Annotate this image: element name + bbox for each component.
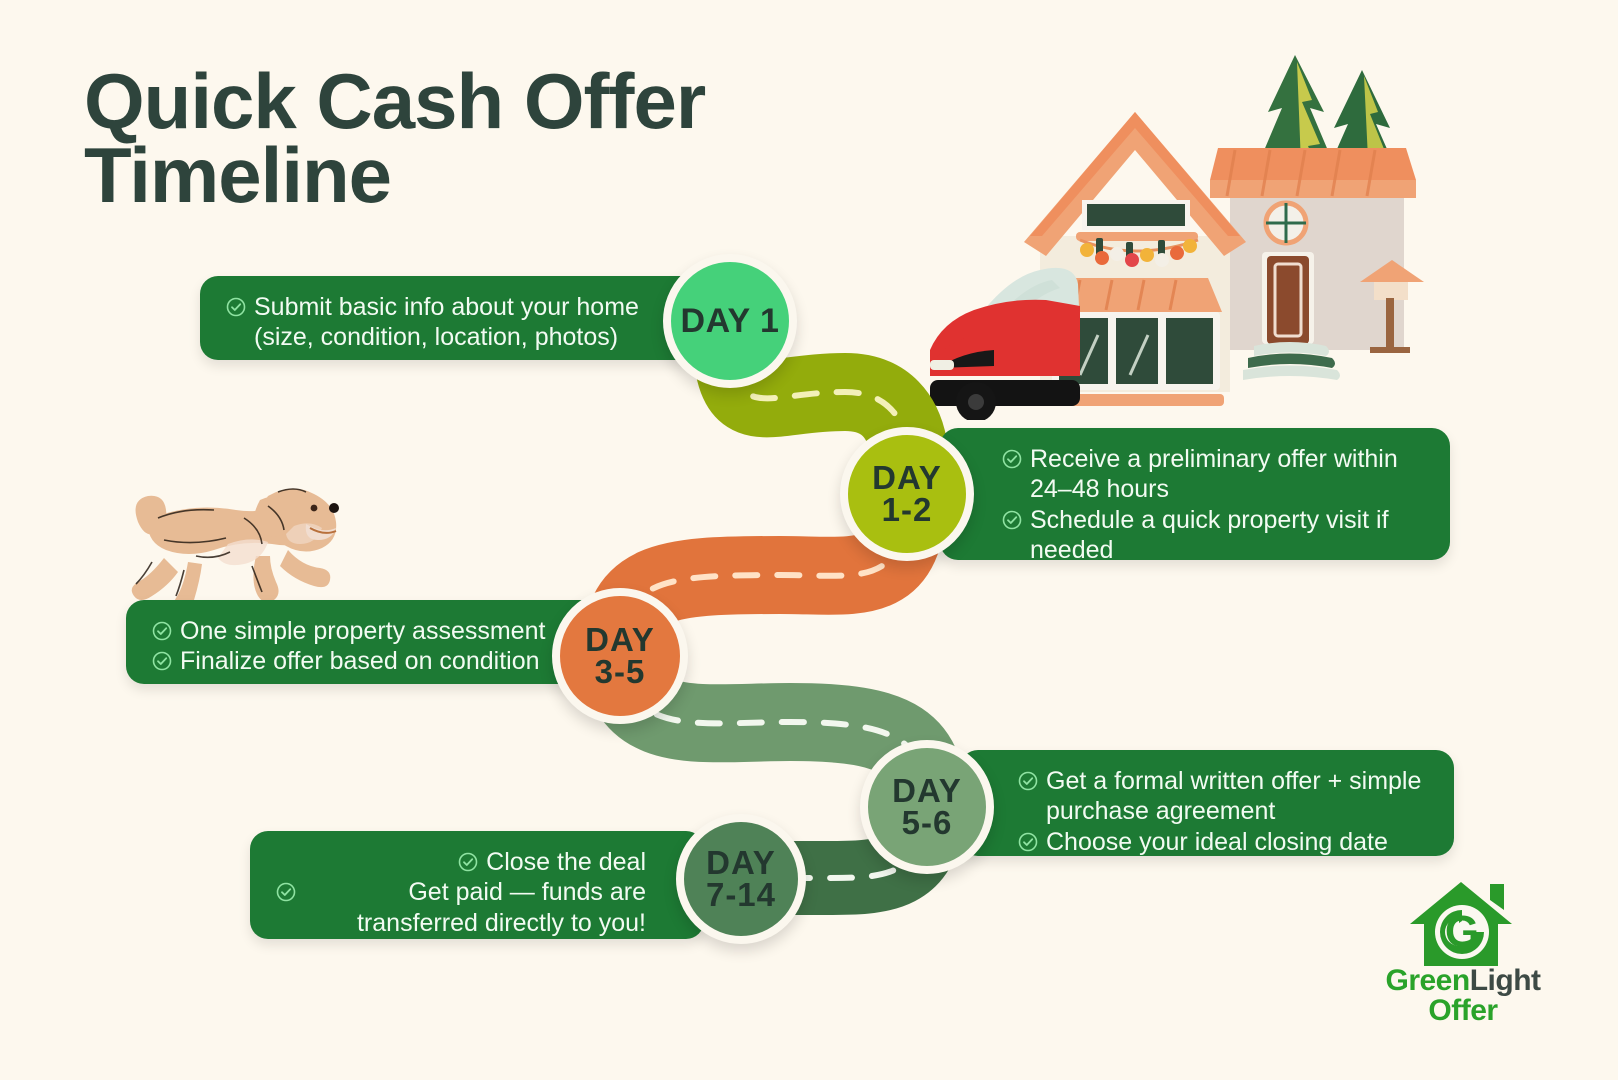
check-circle-icon <box>1018 771 1038 791</box>
day-badge-line-1: DAY <box>892 772 962 810</box>
bullet-row: Choose your ideal closing date <box>1018 827 1428 857</box>
check-circle-icon <box>1018 832 1038 852</box>
bullet-text: Get paid — funds are transferred directl… <box>356 878 646 937</box>
day-badge-line-2: 5-6 <box>901 804 953 841</box>
bullet-text: Finalize offer based on condition <box>180 647 540 676</box>
logo-wordmark: GreenLight Offer <box>1368 966 1558 1026</box>
balcony-garland-icon <box>1079 238 1199 267</box>
check-circle-icon <box>458 852 478 872</box>
bullet-row: Schedule a quick property visit if neede… <box>1002 505 1424 566</box>
step-box-day-5-6[interactable]: Get a formal written offer + simple purc… <box>960 750 1454 856</box>
check-circle-icon <box>276 882 296 902</box>
step-box-day-3-5[interactable]: One simple property assessment Finalize … <box>126 600 600 684</box>
page-title-line-2: Timeline <box>84 131 392 220</box>
bullet-row: Submit basic info about your home <box>226 292 674 322</box>
step-box-day-1[interactable]: Submit basic info about your home (size,… <box>200 276 700 360</box>
logo-word-offer: Offer <box>1428 994 1498 1027</box>
step-box-day-1-2[interactable]: Receive a preliminary offer within 24–48… <box>940 428 1450 564</box>
logo-word-green: Green <box>1385 964 1470 997</box>
day-badge-day-3-5[interactable]: DAY 3-5 <box>552 588 688 724</box>
page-title: Quick Cash Offer Timeline <box>84 62 864 220</box>
day-badge-line-2: 3-5 <box>594 653 646 690</box>
bullet-text: Receive a preliminary offer within 24–48… <box>1030 445 1398 504</box>
house-illustration <box>930 55 1424 420</box>
day-badge-line-2: 7-14 <box>705 876 777 913</box>
red-car-illustration <box>930 267 1080 420</box>
bullet-row: Receive a preliminary offer within 24–48… <box>1002 444 1424 505</box>
day-badge-line-1: DAY <box>706 844 776 882</box>
brand-logo[interactable]: G GreenLight Offer <box>1368 880 1558 1030</box>
page-title-line-1: Quick Cash Offer <box>84 57 706 145</box>
day-badge-line-2: 1-2 <box>881 491 933 528</box>
day-badge-day-7-14[interactable]: DAY 7-14 <box>676 814 806 944</box>
day-badge-line-1: DAY <box>585 621 655 659</box>
logo-word-light: Light <box>1469 964 1541 997</box>
bullet-row: One simple property assessment <box>152 616 574 646</box>
bullet-text: Schedule a quick property visit if neede… <box>1030 505 1389 564</box>
day-badge-line-1: DAY 1 <box>680 301 780 340</box>
bullet-text: Get a formal written offer + simple purc… <box>1046 767 1422 826</box>
bullet-text: One simple property assessment <box>180 617 546 645</box>
day-badge-day-1-2[interactable]: DAY 1-2 <box>840 427 974 561</box>
bullet-text: Choose your ideal closing date <box>1046 827 1388 856</box>
balcony-window-icon <box>1087 204 1185 226</box>
svg-text:G: G <box>1445 907 1479 956</box>
day-badge-day-5-6[interactable]: DAY 5-6 <box>860 740 994 874</box>
bullet-row: Close the deal <box>276 847 646 877</box>
bullet-row: (size, condition, location, photos) <box>226 322 674 352</box>
day-badge-day-1[interactable]: DAY 1 <box>663 254 797 388</box>
check-circle-icon <box>1002 510 1022 530</box>
house-g-logo-icon: G <box>1410 882 1512 966</box>
bullet-text: Close the deal <box>486 848 646 876</box>
day-badge-line-1: DAY <box>872 459 942 497</box>
check-circle-icon <box>152 651 172 671</box>
check-circle-icon <box>152 621 172 641</box>
bullet-text: (size, condition, location, photos) <box>254 323 619 352</box>
bullet-row: Finalize offer based on condition <box>152 646 574 676</box>
step-box-day-7-14[interactable]: Close the deal Get paid — funds are tran… <box>250 831 704 939</box>
bullet-text: Submit basic info about your home <box>254 293 639 321</box>
bullet-row: Get a formal written offer + simple purc… <box>1018 766 1428 827</box>
check-circle-icon <box>1002 449 1022 469</box>
bullet-row: Get paid — funds are transferred directl… <box>276 877 646 938</box>
dog-illustration <box>131 488 339 610</box>
check-circle-icon <box>226 297 246 317</box>
